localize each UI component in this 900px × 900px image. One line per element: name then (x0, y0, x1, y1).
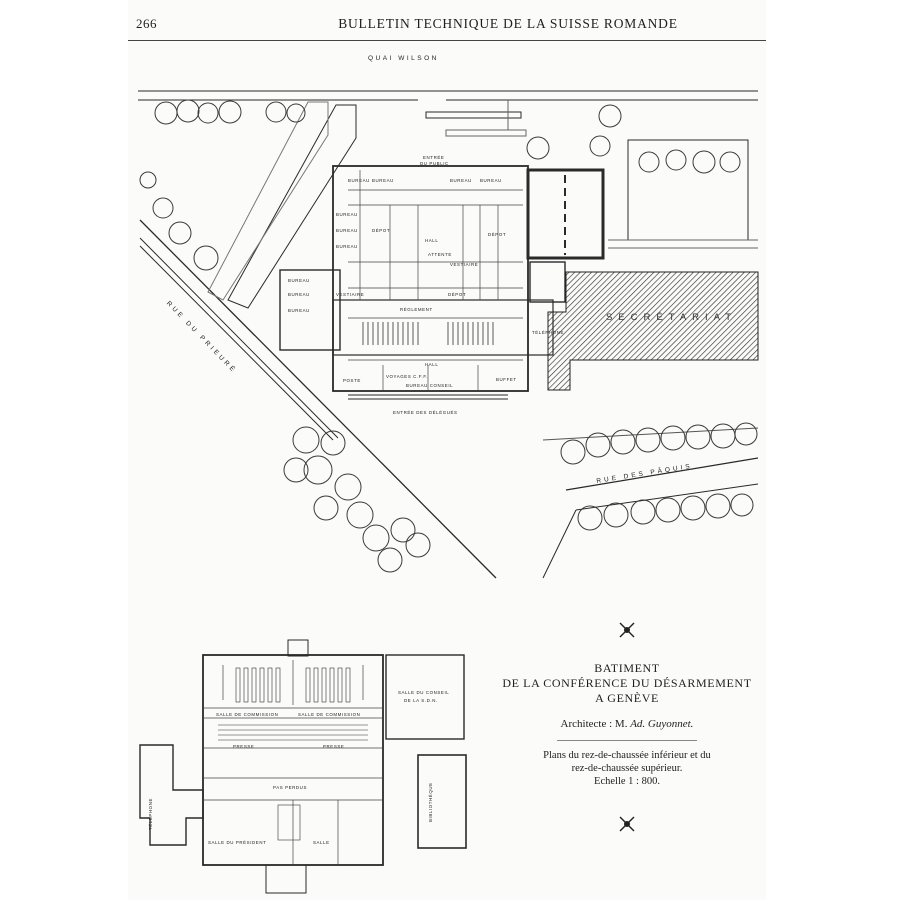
fp-salle: SALLE (313, 840, 330, 845)
caption-plans-line-2: rez-de-chaussée supérieur. (571, 763, 683, 774)
entrance-public-label-2: DU PUBLIC (420, 161, 449, 166)
fp-pas-perdus: PAS PERDUS (273, 785, 307, 790)
room-bureau-1: BUREAU (348, 178, 370, 183)
caption-plans-line-3: Echelle 1 : 800. (594, 776, 660, 787)
caption-title-line-3: A GENÈVE (595, 691, 659, 705)
building-outline (332, 165, 529, 392)
room-bureau-4: BUREAU (480, 178, 502, 183)
rue-des-paquis-line (565, 457, 759, 491)
secretariat-block (547, 271, 759, 391)
caption-divider (557, 740, 697, 741)
trees (139, 99, 758, 573)
room-bureau-6: BUREAU (336, 228, 358, 233)
caption-plans: Plans du rez-de-chaussée inférieur et du… (496, 749, 758, 788)
fp-salle-commission-2: SALLE DE COMMISSION (298, 712, 361, 717)
room-vestiaire-2: VESTIAIRE (450, 262, 479, 267)
fp-salle-commission-1: SALLE DE COMMISSION (216, 712, 279, 717)
architectural-drawings (138, 90, 759, 894)
journal-page: 266 BULLETIN TECHNIQUE DE LA SUISSE ROMA… (128, 0, 766, 900)
room-telephone: TÉLÉPHONE (532, 330, 564, 335)
street-label-quai-wilson: QUAI WILSON (368, 55, 439, 62)
caption-title-line-2: DE LA CONFÉRENCE DU DÉSARMEMENT (502, 676, 752, 690)
hall-label-lower: HALL (425, 362, 439, 367)
fp-salle-conseil-1: SALLE DU CONSEIL (398, 690, 450, 695)
fp-salle-conseil-2: DE LA S.D.N. (404, 698, 438, 703)
room-buffet: BUFFET (496, 377, 517, 382)
room-poste: POSTE (343, 378, 361, 383)
room-bureau-8: BUREAU (288, 278, 310, 283)
ornament-icon-bottom (619, 816, 635, 832)
room-bureau-5: BUREAU (336, 212, 358, 217)
fp-bibliotheque: BIBLIOTHÈQUE (428, 782, 433, 822)
room-bureau-3: BUREAU (450, 178, 472, 183)
entrance-delegates-label: ENTRÉE DES DÉLÉGUÉS (393, 410, 458, 415)
architect-prefix: Architecte : M. (560, 718, 631, 730)
entrance-public-label: ENTRÉE (423, 155, 445, 160)
fp-presse-2: PRESSE (323, 744, 345, 749)
plans-figure: QUAI WILSON RUE DU PRIEURÉ RUE DES PÂQUI… (128, 0, 766, 900)
rue-du-prieure-line (139, 219, 497, 579)
room-voyages: VOYAGES C.F.F. (386, 374, 428, 379)
room-depot-3: DÉPOT (448, 292, 467, 297)
fp-presse-1: PRESSE (233, 744, 255, 749)
room-bureau-10: BUREAU (288, 308, 310, 313)
figure-caption: BATIMENT DE LA CONFÉRENCE DU DÉSARMEMENT… (496, 620, 758, 839)
room-depot-1: DÉPOT (372, 228, 391, 233)
journal-title: BULLETIN TECHNIQUE DE LA SUISSE ROMANDE (338, 16, 678, 31)
ornament-icon (619, 622, 635, 638)
room-vestiaire-1: VESTIAIRE (336, 292, 365, 297)
room-bureau-conseil: BUREAU CONSEIL (406, 383, 454, 388)
caption-plans-line-1: Plans du rez-de-chaussée inférieur et du (543, 750, 711, 761)
page-number: 266 (136, 16, 157, 31)
hall-label-upper: HALL (425, 238, 439, 243)
caption-architect: Architecte : M. Ad. Guyonnet. (496, 718, 758, 730)
room-bureau-2: BUREAU (372, 178, 394, 183)
room-depot-2: DÉPOT (488, 232, 507, 237)
room-bureau-7: BUREAU (336, 244, 358, 249)
architect-name: Ad. Guyonnet. (630, 718, 694, 730)
room-bureau-9: BUREAU (288, 292, 310, 297)
caption-title-line-1: BATIMENT (594, 661, 660, 675)
room-attente: ATTENTE (428, 252, 452, 257)
reglement-label: RÈGLEMENT (400, 307, 433, 312)
secretariat-label: SECRÉTARIAT (606, 312, 738, 323)
caption-title: BATIMENT DE LA CONFÉRENCE DU DÉSARMEMENT… (496, 661, 758, 706)
page-header: 266 BULLETIN TECHNIQUE DE LA SUISSE ROMA… (128, 0, 766, 41)
fp-telephone: TÉLÉPHONE (148, 798, 153, 830)
fp-salle-president: SALLE DU PRÉSIDENT (208, 840, 267, 845)
